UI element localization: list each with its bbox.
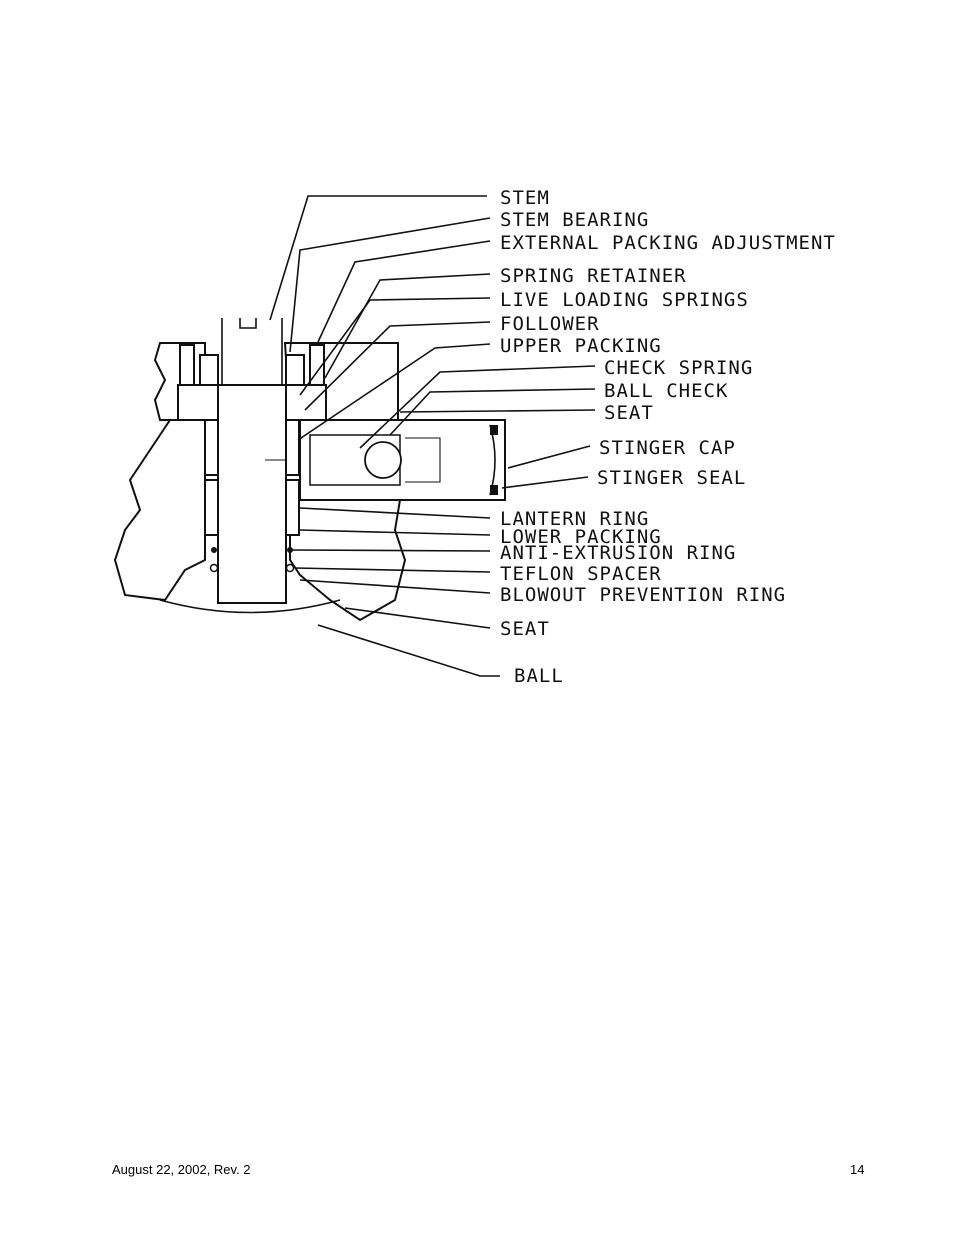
callout-live-loading-springs: LIVE LOADING SPRINGS bbox=[500, 289, 749, 311]
callout-labels: STEM STEM BEARING EXTERNAL PACKING ADJUS… bbox=[500, 187, 836, 687]
callout-stinger-cap: STINGER CAP bbox=[599, 437, 736, 459]
callout-lantern-ring: LANTERN RING bbox=[500, 508, 649, 530]
stinger-assembly bbox=[299, 419, 506, 501]
footer-page-number: 14 bbox=[850, 1162, 865, 1177]
callout-stem-bearing: STEM BEARING bbox=[500, 209, 649, 231]
callout-anti-extrusion-ring: ANTI-EXTRUSION RING bbox=[500, 542, 736, 564]
footer-date-revision: August 22, 2002, Rev. 2 bbox=[112, 1162, 251, 1177]
callout-seat-upper: SEAT bbox=[604, 402, 654, 424]
callout-blowout-prevention-ring: BLOWOUT PREVENTION RING bbox=[500, 584, 786, 606]
callout-stinger-seal: STINGER SEAL bbox=[597, 467, 746, 489]
packing-stack bbox=[177, 344, 327, 573]
callout-spring-retainer: SPRING RETAINER bbox=[500, 265, 687, 287]
callout-teflon-spacer: TEFLON SPACER bbox=[500, 563, 662, 585]
callout-upper-packing: UPPER PACKING bbox=[500, 335, 662, 357]
callout-check-spring: CHECK SPRING bbox=[604, 357, 753, 379]
ball-outline bbox=[159, 599, 341, 614]
callout-seat-lower: SEAT bbox=[500, 618, 550, 640]
callout-stem: STEM bbox=[500, 187, 550, 209]
callout-lower-packing: LOWER PACKING bbox=[500, 526, 662, 548]
callout-external-packing-adjustment: EXTERNAL PACKING ADJUSTMENT bbox=[500, 232, 836, 254]
callout-ball-check: BALL CHECK bbox=[604, 380, 728, 402]
callout-ball: BALL bbox=[514, 665, 564, 687]
callout-follower: FOLLOWER bbox=[500, 313, 600, 335]
leader-lines bbox=[269, 195, 596, 677]
